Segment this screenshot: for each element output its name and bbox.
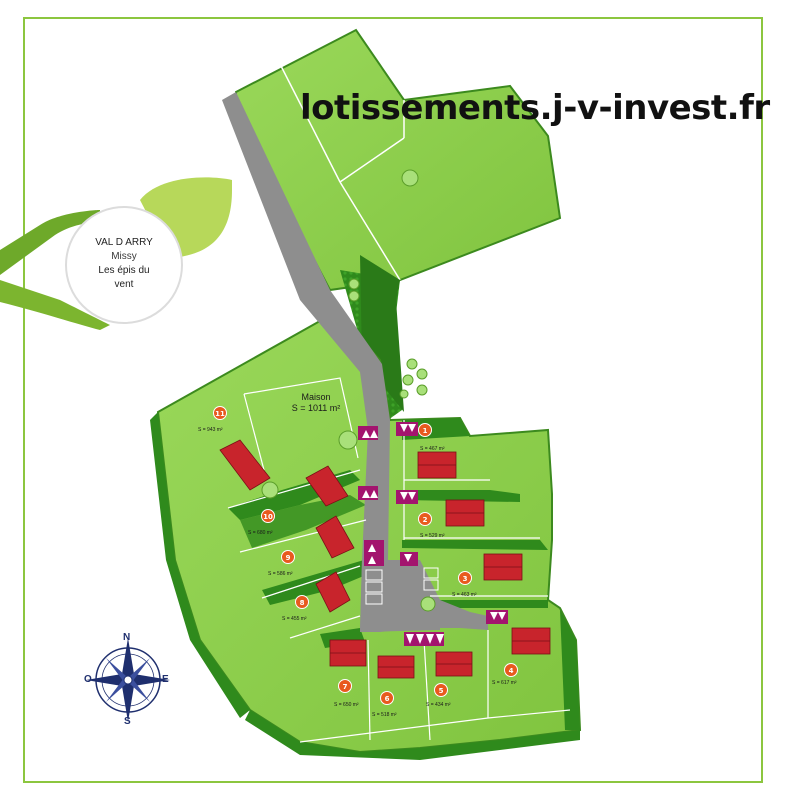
lot-area-3: S = 463 m² <box>452 592 477 598</box>
logo-line-2: Missy <box>111 251 137 262</box>
maison-area: S = 1011 m² <box>291 403 341 413</box>
lot-number-8: 8 <box>295 595 309 609</box>
maison-title: Maison <box>301 392 331 402</box>
maison-label: Maison S = 1011 m² <box>276 392 356 414</box>
lot-number-5: 5 <box>434 683 448 697</box>
compass-n: N <box>123 632 131 643</box>
hedge-block <box>360 255 404 412</box>
lot-area-8: S = 455 m² <box>282 616 307 622</box>
lot-area-1: S = 467 m² <box>420 446 445 452</box>
road <box>222 92 488 632</box>
lot-area-7: S = 650 m² <box>334 702 359 708</box>
lot-number-7: 7 <box>338 679 352 693</box>
logo-line-4: vent <box>114 279 134 290</box>
lot-number-3: 3 <box>458 571 472 585</box>
north-field <box>235 28 562 292</box>
val-d-arry-logo <box>0 177 232 330</box>
lot-number-4: 4 <box>504 663 518 677</box>
compass-rose <box>86 638 170 722</box>
compass-o: O <box>84 674 92 685</box>
lot-area-6: S = 518 m² <box>372 712 397 718</box>
compass-s: S <box>124 716 131 727</box>
lot-boundaries <box>227 377 571 743</box>
logo-line-1: VAL D ARRY <box>95 237 153 248</box>
logo-line-3: Les épis du <box>98 265 150 276</box>
lot-area-4: S = 617 m² <box>492 680 517 686</box>
lot-area-9: S = 586 m² <box>268 571 293 577</box>
lot-number-2: 2 <box>418 512 432 526</box>
compass-e: E <box>162 674 169 685</box>
trees <box>261 278 436 612</box>
lot-number-6: 6 <box>380 691 394 705</box>
parking-spaces <box>358 422 508 646</box>
logo-text: VAL D ARRY Missy Les épis du vent <box>72 236 176 292</box>
house-roofs <box>219 439 551 679</box>
map-border <box>23 17 763 783</box>
lot-area-10: S = 680 m² <box>248 530 273 536</box>
lot-area-11: S = 943 m² <box>198 427 223 433</box>
lot-number-11: 11 <box>213 406 227 420</box>
lot-area-2: S = 529 m² <box>420 533 445 539</box>
lot-number-9: 9 <box>281 550 295 564</box>
lot-number-1: 1 <box>418 423 432 437</box>
lot-area-5: S = 434 m² <box>426 702 451 708</box>
lot-number-10: 10 <box>261 509 275 523</box>
site-url-title: lotissements.j-v-invest.fr <box>300 88 770 128</box>
